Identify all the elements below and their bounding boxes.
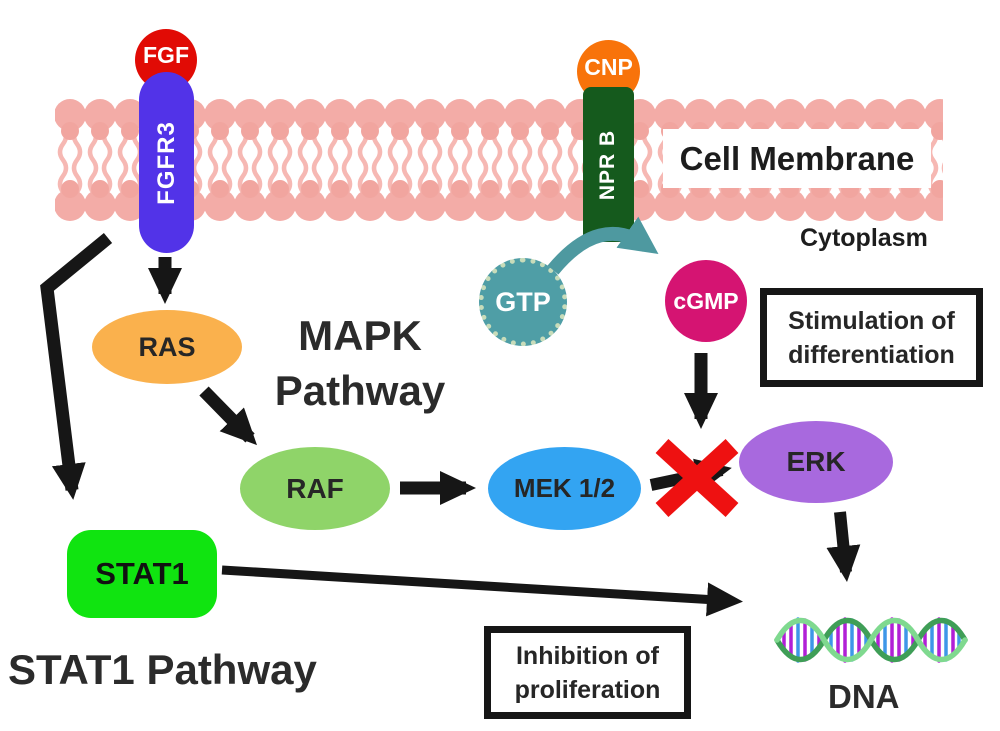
raf-label: RAF [286, 472, 344, 504]
stat1-pathway-title: STAT1 Pathway [8, 646, 317, 693]
gtp-molecule: GTP [479, 258, 567, 346]
fgfr3-receptor: FGFR3 [139, 72, 194, 253]
nprb-receptor: NPR B [583, 87, 634, 242]
ras-node: RAS [92, 310, 242, 384]
mek-node: MEK 1/2 [488, 447, 641, 530]
arrow-mek-to-erk [649, 458, 732, 493]
gtp-label: GTP [495, 286, 551, 317]
block-x-icon [655, 438, 739, 518]
cytoplasm-label: Cytoplasm [800, 224, 928, 252]
arrow-stat1-to-dna [221, 565, 743, 617]
ras-label: RAS [138, 331, 196, 362]
cgmp-label: cGMP [673, 287, 739, 314]
erk-node: ERK [739, 421, 893, 503]
fgf-label: FGF [143, 41, 189, 68]
arrow-fgfr3-to-stat1 [40, 232, 113, 500]
dna-helix-illustration [774, 617, 968, 663]
stimulation-annotation-box: Stimulation of differentiation [760, 288, 983, 387]
fgfr3-label: FGFR3 [152, 120, 180, 205]
stat1-node: STAT1 [67, 530, 217, 618]
mapk-pathway-title: MAPK Pathway [274, 312, 446, 415]
erk-label: ERK [786, 446, 846, 477]
arrow-ras-to-raf [199, 386, 257, 446]
raf-node: RAF [240, 447, 390, 530]
cell-membrane-label: Cell Membrane [663, 129, 931, 188]
nprb-label: NPR B [596, 129, 620, 200]
arrow-erk-to-dna [826, 511, 861, 582]
mek-label: MEK 1/2 [513, 473, 616, 503]
cnp-label: CNP [584, 54, 633, 80]
inhibition-annotation-box: Inhibition of proliferation [484, 626, 691, 719]
dna-label: DNA [828, 678, 900, 715]
stat1-label: STAT1 [95, 556, 189, 591]
cgmp-molecule: cGMP [665, 260, 747, 342]
